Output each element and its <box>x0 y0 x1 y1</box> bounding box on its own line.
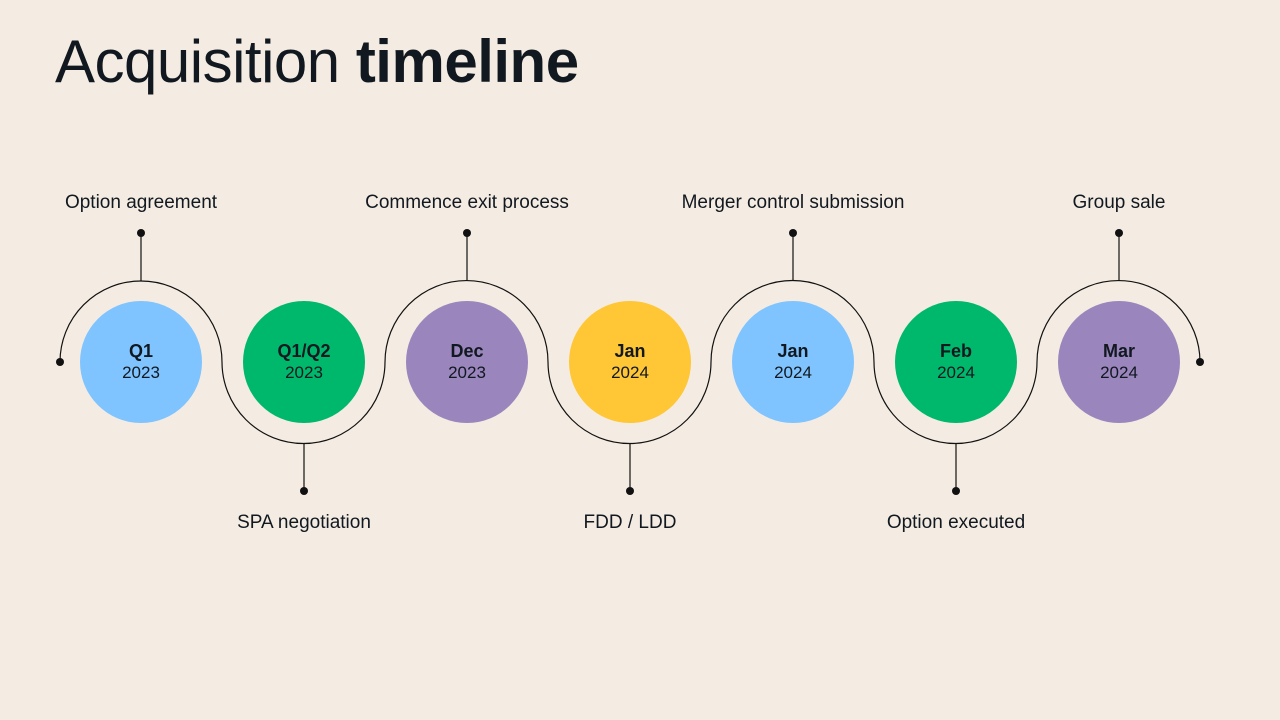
milestone-circle: Dec 2023 <box>406 301 528 423</box>
milestone-year: 2024 <box>611 363 649 382</box>
connector-dot <box>1115 229 1123 237</box>
connector-dot <box>137 229 145 237</box>
milestone-period: Dec <box>450 341 484 361</box>
milestone-label: Group sale <box>1072 192 1166 213</box>
milestone-year: 2023 <box>122 363 160 382</box>
title-bold: timeline <box>355 28 579 95</box>
milestone-period: Q1/Q2 <box>277 341 331 361</box>
milestone-year: 2024 <box>937 363 975 382</box>
milestone-circle: Feb 2024 <box>895 301 1017 423</box>
page-title: Acquisition timeline <box>55 26 579 98</box>
milestone-period: Feb <box>939 341 972 361</box>
milestone-period: Mar <box>1102 341 1135 361</box>
timeline-end-dot <box>1196 358 1204 366</box>
milestone-period: Jan <box>777 341 809 361</box>
milestone-label: Commence exit process <box>365 192 569 213</box>
connector-dot <box>300 487 308 495</box>
milestone-circle: Q1/Q2 2023 <box>243 301 365 423</box>
milestone-label: Option agreement <box>64 192 218 213</box>
milestone-period: Jan <box>614 341 646 361</box>
connector-dot <box>952 487 960 495</box>
milestone-year: 2023 <box>285 363 323 382</box>
milestone-circle: Mar 2024 <box>1058 301 1180 423</box>
timeline-connectors <box>56 229 1204 495</box>
milestone-label: SPA negotiation <box>237 512 371 533</box>
connector-dot <box>789 229 797 237</box>
milestone-circle: Q1 2023 <box>80 301 202 423</box>
milestone-circle: Jan 2024 <box>732 301 854 423</box>
milestone-label: FDD / LDD <box>583 512 677 533</box>
milestone-year: 2024 <box>1100 363 1138 382</box>
milestone-circle: Jan 2024 <box>569 301 691 423</box>
milestone-year: 2023 <box>448 363 486 382</box>
timeline-start-dot <box>56 358 64 366</box>
connector-dot <box>626 487 634 495</box>
timeline-wave-line <box>59 279 1201 445</box>
milestone-label: Merger control submission <box>681 192 905 213</box>
title-regular: Acquisition <box>55 28 340 95</box>
milestone-label: Option executed <box>886 512 1026 533</box>
milestone-year: 2024 <box>774 363 812 382</box>
connector-dot <box>463 229 471 237</box>
milestone-period: Q1 <box>128 341 153 361</box>
